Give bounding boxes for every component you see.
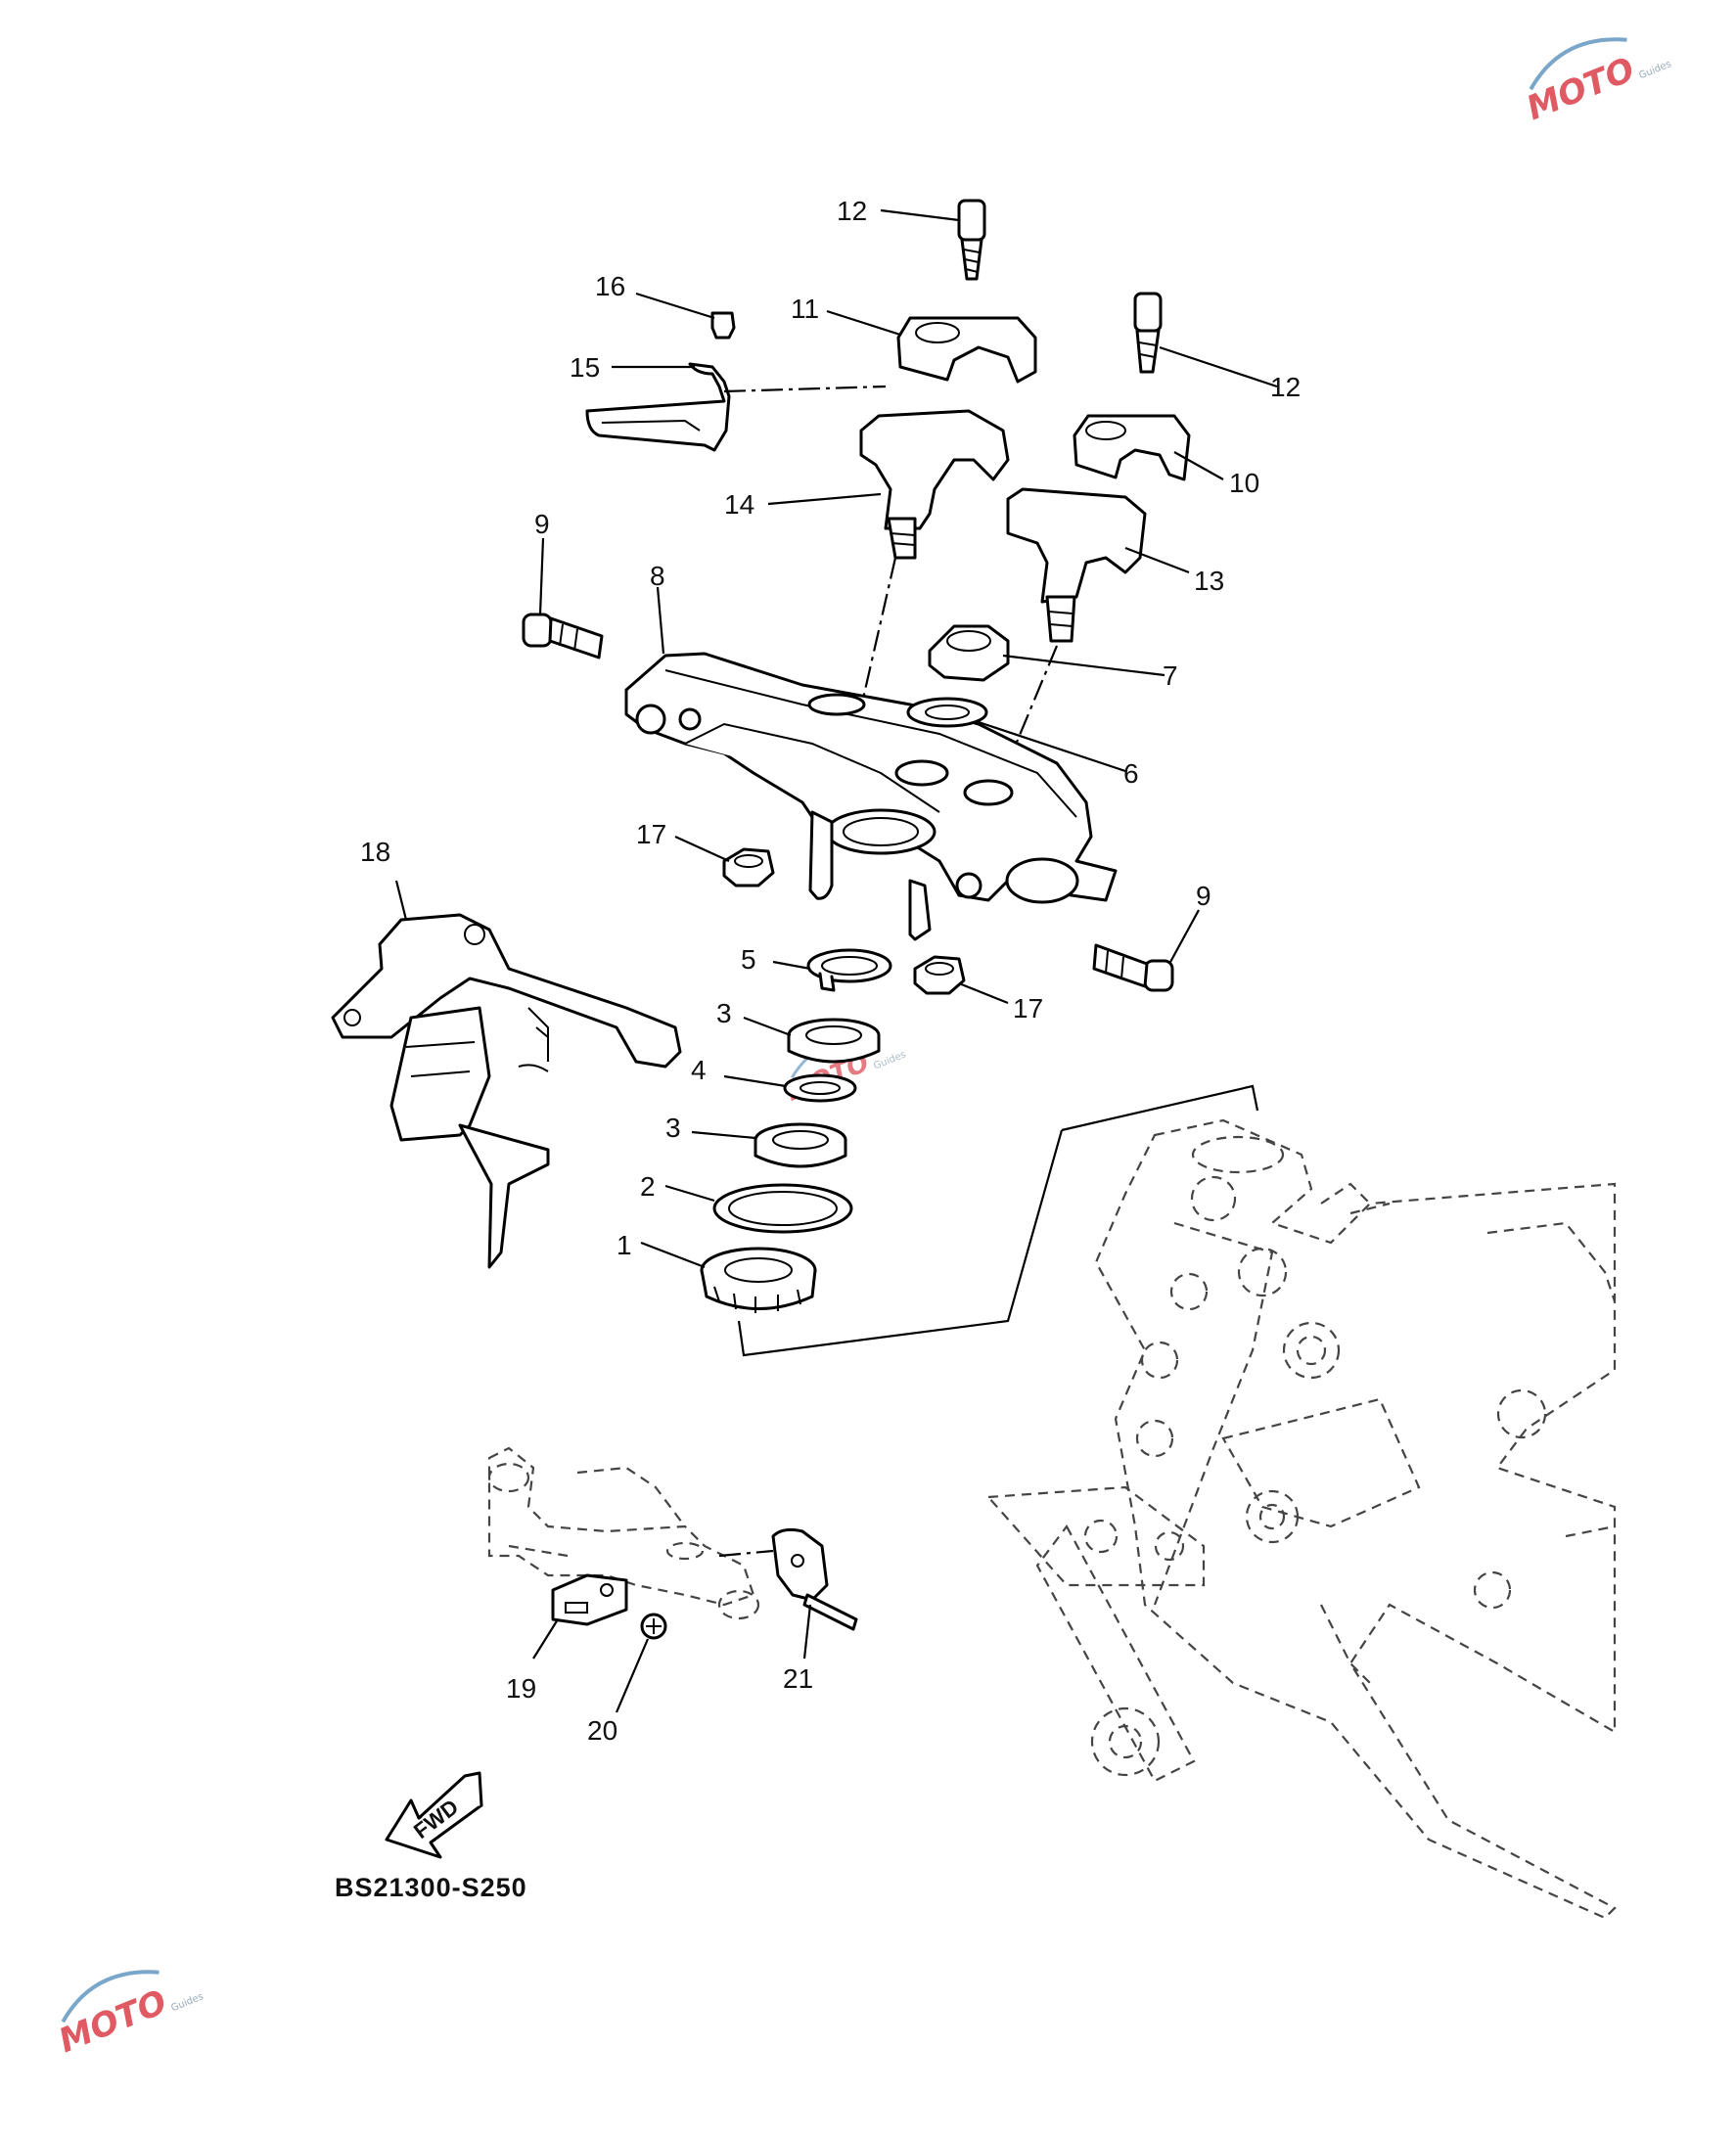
callout-15: 15	[570, 352, 600, 383]
cover-5	[806, 948, 892, 992]
callout-16: 16	[595, 271, 625, 301]
callout-12-left: 12	[837, 196, 867, 226]
callout-3-upper: 3	[716, 998, 732, 1028]
callout-5: 5	[741, 944, 756, 975]
frame-outline	[985, 1118, 1617, 1920]
frame-reference-bracket	[737, 1084, 1259, 1357]
callout-2: 2	[640, 1171, 656, 1202]
callout-11: 11	[791, 294, 819, 324]
svg-text:MOTO: MOTO	[1522, 50, 1640, 128]
nut-17-right	[913, 955, 966, 995]
holder-reference-line-1	[723, 385, 887, 393]
callout-20: 20	[587, 1715, 617, 1746]
forward-arrow: FWD	[385, 1771, 483, 1859]
callout-10: 10	[1229, 468, 1259, 498]
meter-bracket-18	[331, 913, 682, 1269]
holder-reference-line-3	[1006, 645, 1059, 764]
callout-6: 6	[1123, 758, 1139, 789]
steering-nut-7	[928, 624, 1010, 682]
handlebar-bolt-12-left	[957, 199, 986, 281]
washer-4	[783, 1073, 857, 1103]
callout-17-left: 17	[636, 819, 666, 849]
callout-9-left: 9	[534, 509, 550, 539]
callout-9-right: 9	[1196, 881, 1211, 911]
ring-nut-3-lower	[754, 1122, 847, 1168]
callout-14: 14	[724, 489, 754, 520]
callout-8: 8	[650, 561, 665, 591]
pinch-bolt-9-left	[522, 613, 604, 660]
lower-handlebar-holder-14	[859, 409, 1010, 530]
callout-1: 1	[617, 1230, 632, 1260]
bearing-1	[700, 1247, 817, 1313]
handlebar-bolt-12-right	[1133, 292, 1163, 374]
callout-19: 19	[506, 1673, 536, 1704]
svg-text:Guides: Guides	[169, 1991, 205, 2014]
callout-12-right: 12	[1270, 372, 1301, 402]
sensor-21	[771, 1527, 858, 1631]
callout-13: 13	[1194, 566, 1224, 596]
lower-handlebar-holder-13	[1006, 487, 1147, 604]
diagram-part-code: BS21300-S250	[335, 1873, 527, 1902]
svg-text:Guides: Guides	[1637, 59, 1672, 81]
callout-7: 7	[1163, 660, 1178, 691]
pinch-bolt-9-right	[1092, 943, 1174, 992]
stay-19	[551, 1573, 628, 1626]
nut-17-left	[722, 847, 775, 887]
callout-17-right: 17	[1013, 993, 1043, 1024]
callout-3-lower: 3	[665, 1113, 681, 1143]
watermark-logo-bottom-left: MOTO Guides	[54, 1970, 206, 2061]
cable-guide-15	[585, 362, 731, 452]
callout-18: 18	[360, 837, 390, 867]
callout-4: 4	[691, 1055, 707, 1085]
callout-21: 21	[783, 1663, 813, 1694]
stay-reference-line	[718, 1549, 774, 1558]
upper-bracket-8	[624, 652, 1118, 941]
watermark-logo-top-right: MOTO Guides	[1522, 37, 1673, 128]
washer-6	[906, 697, 988, 728]
dust-seal-2	[712, 1183, 853, 1234]
bolt-16	[710, 311, 736, 340]
screw-20	[640, 1613, 667, 1640]
svg-text:MOTO: MOTO	[54, 1982, 172, 2061]
lower-stay-outline	[487, 1446, 755, 1607]
ring-nut-3-upper	[787, 1018, 881, 1064]
leader-lines	[394, 208, 1278, 1713]
